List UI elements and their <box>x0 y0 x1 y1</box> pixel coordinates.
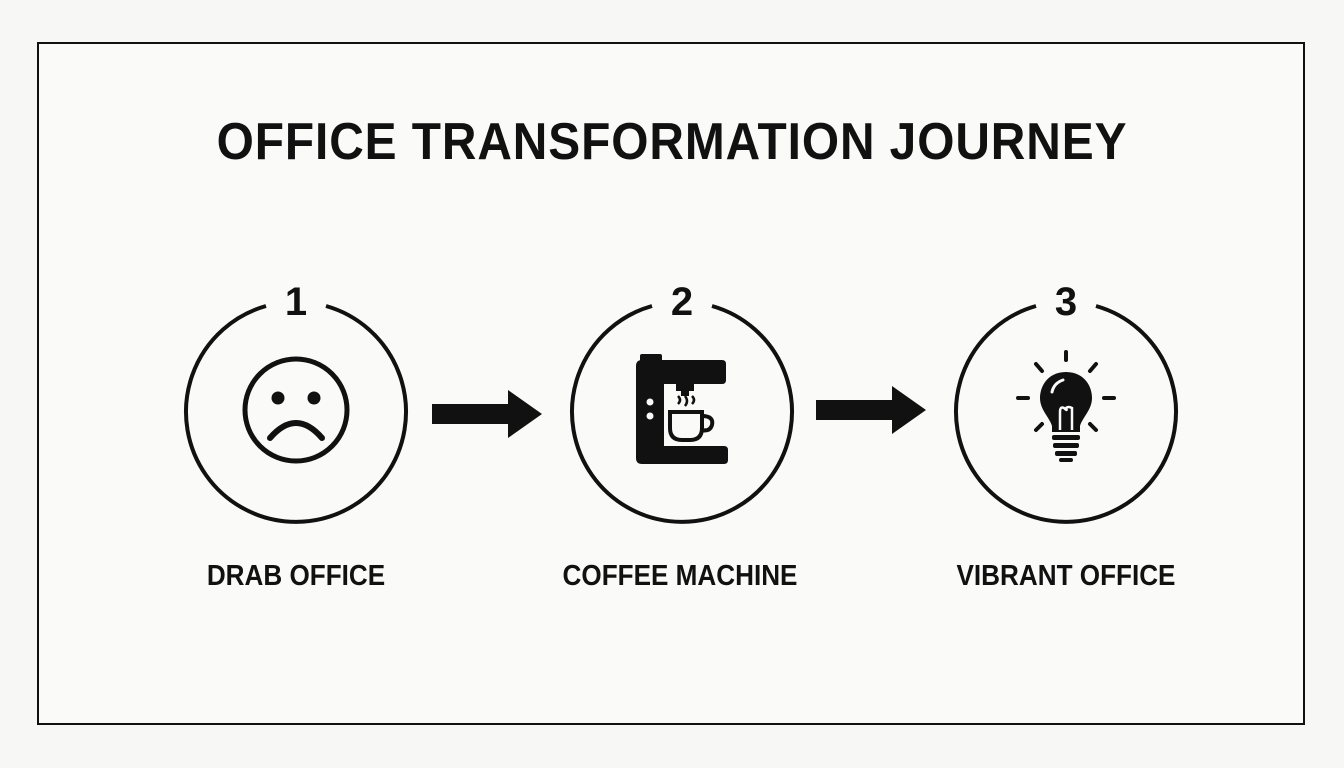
step-1-label: DRAB OFFICE <box>206 560 386 592</box>
diagram-title: OFFICE TRANSFORMATION JOURNEY <box>216 113 1128 171</box>
lightbulb-icon <box>1016 350 1116 462</box>
step-1-number: 1 <box>284 280 308 324</box>
coffee-machine-icon <box>636 354 728 464</box>
step-3-label: VIBRANT OFFICE <box>956 560 1176 592</box>
step-1: 1 <box>180 280 412 526</box>
sad-face-icon <box>242 356 350 464</box>
arrow-right-icon <box>816 386 926 434</box>
step-2-label: COFFEE MACHINE <box>562 560 798 592</box>
step-3: 3 <box>950 280 1182 526</box>
step-2-number: 2 <box>670 280 694 324</box>
step-2: 2 <box>566 280 798 526</box>
step-2-circle <box>570 304 794 524</box>
step-3-number: 3 <box>1054 280 1078 324</box>
step-1-circle <box>184 304 408 524</box>
arrow-right-icon <box>432 390 542 438</box>
step-3-circle <box>954 304 1178 524</box>
